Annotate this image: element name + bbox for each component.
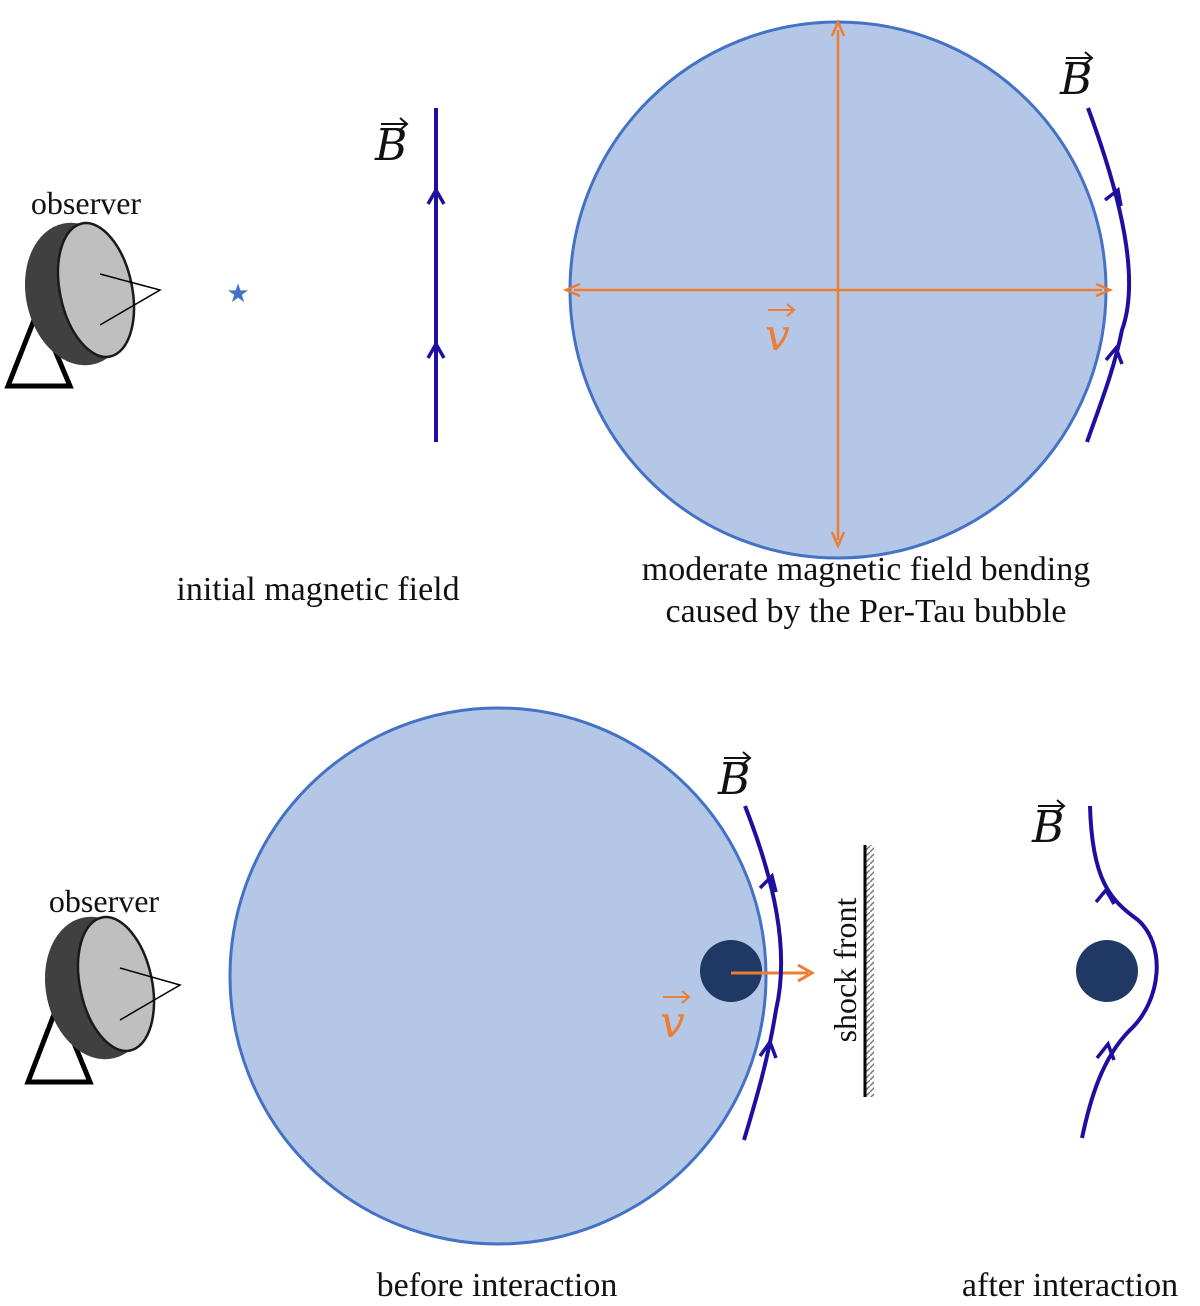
bent-field-line-top [1085, 107, 1132, 443]
b-vector-label-bent: B [1059, 51, 1094, 105]
svg-text:v: v [660, 997, 685, 1048]
per-tau-bubble-bottom [228, 706, 768, 1246]
radio-telescope-icon [4, 221, 162, 389]
field-arrow-bent-lower [1104, 344, 1124, 365]
field-arrow-before-upper [758, 872, 778, 893]
caption-initial-field: initial magnetic field [176, 571, 459, 608]
field-arrow-lower [426, 340, 446, 359]
observer-telescope-top: observer [4, 185, 162, 389]
caption-bending-line2: caused by the Per-Tau bubble [665, 593, 1066, 630]
field-arrow-bent-upper [1103, 186, 1123, 207]
radio-telescope-icon [24, 915, 182, 1085]
molecular-cloud-after [1076, 940, 1138, 1002]
b-vector-label-after: B [1031, 799, 1066, 853]
observer-telescope-bottom: observer [24, 883, 182, 1085]
shock-front: shock front [827, 845, 874, 1097]
shock-front-label: shock front [827, 897, 863, 1042]
initial-field-line [426, 108, 446, 442]
velocity-arrowhead-up [830, 18, 846, 37]
velocity-arrowhead-right [1095, 282, 1114, 298]
b-vector-label-initial: B [374, 117, 409, 171]
observer-label-top: observer [31, 185, 142, 221]
v-vector-label-top: v [765, 303, 796, 361]
bent-field-line-before [742, 805, 784, 1141]
field-line-after [1080, 805, 1159, 1139]
observer-label-bottom: observer [49, 883, 160, 919]
star-icon: ★ [226, 279, 249, 309]
molecular-cloud-before [700, 940, 762, 1002]
caption-bending-line1: moderate magnetic field bending [642, 551, 1090, 588]
field-arrow-upper [426, 186, 446, 205]
svg-text:v: v [765, 310, 790, 361]
field-arrow-after-lower [1095, 1040, 1116, 1061]
velocity-arrowhead-down [830, 531, 846, 550]
caption-after-interaction: after interaction [962, 1267, 1178, 1304]
expansion-velocity-arrows [562, 18, 1114, 550]
caption-before-interaction: before interaction [377, 1267, 618, 1304]
cloud-velocity-arrow [731, 963, 816, 983]
shock-front-hatching [866, 845, 874, 1097]
field-arrow-after-upper [1094, 886, 1116, 905]
field-arrow-before-lower [758, 1038, 778, 1059]
dish-feed-lines [99, 273, 162, 326]
dish-feed-lines [119, 967, 182, 1021]
b-vector-label-before: B [717, 751, 752, 805]
velocity-arrowhead-left [562, 282, 581, 298]
v-vector-label-bottom: v [660, 990, 691, 1048]
